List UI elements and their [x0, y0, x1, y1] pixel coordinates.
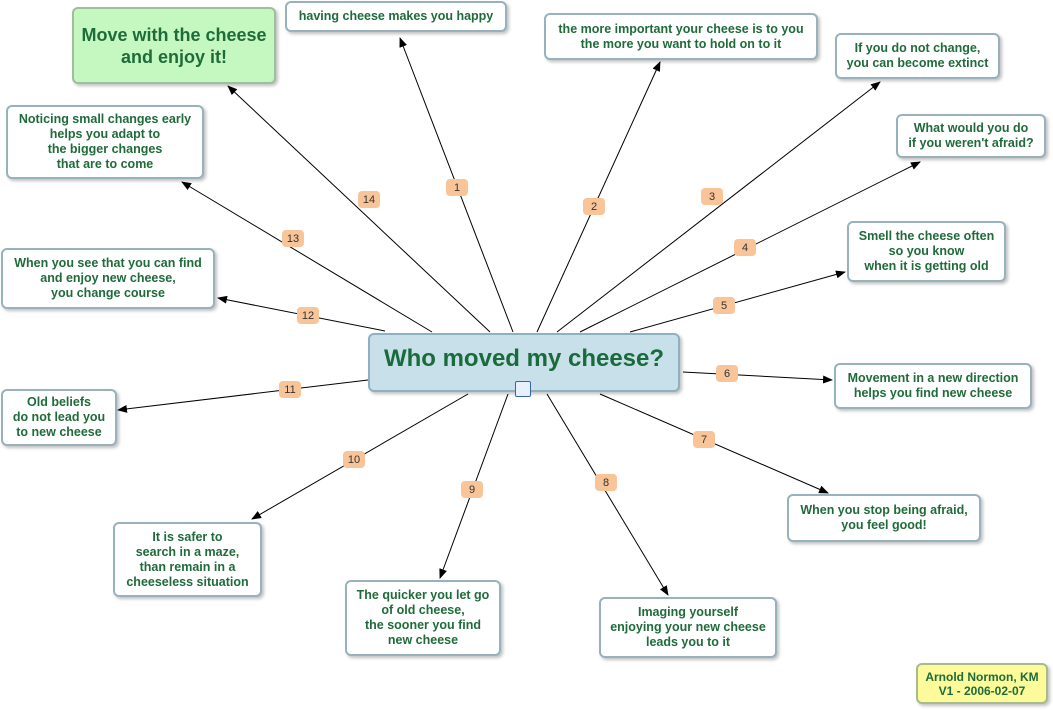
topic-4[interactable]: What would you do if you weren't afraid? [896, 114, 1046, 158]
connector-6 [682, 371, 833, 384]
goal-topic[interactable]: Move with the cheese and enjoy it! [72, 7, 276, 84]
topic-2[interactable]: the more important your cheese is to you… [544, 13, 818, 60]
branch-number: 1 [446, 179, 468, 196]
topic-3[interactable]: If you do not change, you can become ext… [835, 33, 1000, 79]
topic-5[interactable]: Smell the cheese often so you know when … [847, 221, 1006, 282]
topic-6[interactable]: Movement in a new direction helps you fi… [834, 363, 1032, 409]
branch-number: 13 [282, 230, 304, 247]
topic-13[interactable]: Noticing small changes early helps you a… [6, 105, 204, 179]
connector-8 [546, 393, 669, 596]
connector-13 [181, 181, 433, 333]
connector-2 [536, 61, 661, 333]
topic-11[interactable]: Old beliefs do not lead you to new chees… [1, 389, 117, 446]
topic-1[interactable]: having cheese makes you happy [285, 1, 507, 32]
image-icon[interactable] [515, 381, 531, 397]
branch-number: 8 [595, 474, 617, 491]
branch-number: 9 [461, 481, 483, 498]
branch-number: 4 [734, 239, 756, 256]
branch-number: 5 [713, 297, 735, 314]
branch-number: 3 [701, 188, 723, 205]
branch-number: 11 [279, 381, 301, 398]
connector-14 [227, 85, 491, 333]
topic-7[interactable]: When you stop being afraid, you feel goo… [787, 494, 981, 542]
branch-number: 12 [297, 307, 319, 324]
branch-number: 6 [716, 365, 738, 382]
topic-10[interactable]: It is safer to search in a maze, than re… [113, 522, 262, 597]
author-note: Arnold Normon, KM V1 - 2006-02-07 [916, 663, 1048, 704]
branch-number: 7 [693, 431, 715, 448]
connector-3 [556, 81, 881, 333]
topic-8[interactable]: Imaging yourself enjoying your new chees… [599, 597, 777, 658]
branch-number: 2 [583, 198, 605, 215]
topic-12[interactable]: When you see that you can find and enjoy… [1, 248, 215, 309]
branch-number: 14 [358, 191, 380, 208]
branch-number: 10 [343, 451, 365, 468]
connector-5 [629, 270, 846, 333]
topic-9[interactable]: The quicker you let go of old cheese, th… [345, 580, 501, 656]
central-topic[interactable]: Who moved my cheese? [368, 333, 680, 392]
connector-11 [117, 379, 369, 413]
